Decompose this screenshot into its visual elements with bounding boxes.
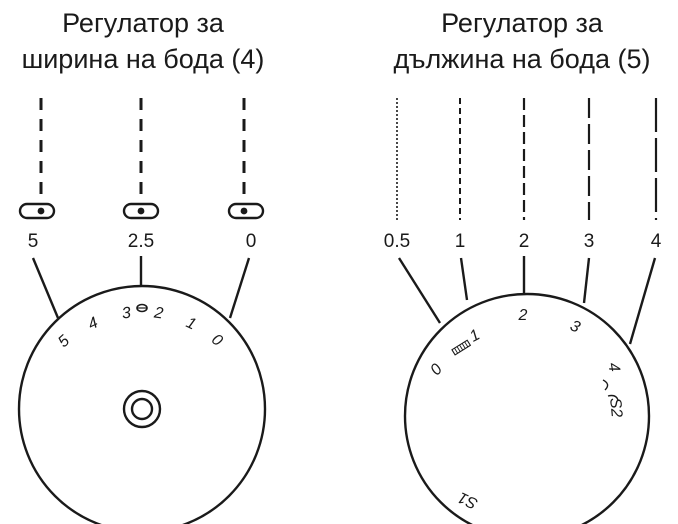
needle-slot-icon [122, 202, 160, 220]
width-dial-mark-0: 0 [208, 331, 226, 350]
width-leader-0 [228, 257, 251, 319]
length-position-2: 2 [519, 231, 530, 252]
width-dial-mark-5: 5 [55, 332, 73, 351]
stretch-arc-icon [602, 379, 609, 391]
width-dial-mark-4: 4 [85, 314, 100, 333]
length-leader-0-5 [397, 257, 442, 324]
width-dial-mark-3: 3 [121, 304, 132, 322]
needle-slot-icon [18, 202, 56, 220]
length-dial-mark-s2: S2 [606, 397, 625, 418]
dial-knob-inner [130, 397, 154, 421]
stretch-arc-icon [607, 394, 619, 401]
width-title-line2: ширина на бода (4) [22, 44, 265, 74]
dial-knob-outer [122, 389, 162, 429]
length-leader-3 [582, 257, 591, 304]
length-dial-mark-2: 2 [518, 307, 528, 324]
length-dial-mark-s1: S1 [456, 488, 481, 512]
length-dial-mark-4: 4 [604, 361, 622, 373]
width-dial[interactable] [17, 284, 267, 524]
length-dial-mark-0: 0 [427, 361, 446, 379]
width-dial-mark-1: 1 [183, 314, 198, 333]
length-leader-4 [628, 257, 657, 345]
width-title-line1: Регулатор за [62, 8, 225, 38]
width-regulator: Регулатор за ширина на бода (4) 5 2.5 0 [17, 8, 267, 524]
length-position-1: 1 [455, 231, 466, 252]
width-leader-5 [31, 257, 60, 319]
length-regulator: Регулатор за дължина на бода (5) 0.5 1 2… [384, 8, 662, 524]
width-dial-pointer-icon [136, 303, 148, 313]
length-position-3: 3 [584, 231, 595, 252]
width-position-0: 0 [246, 231, 257, 252]
needle-slot-icon [227, 202, 265, 220]
length-position-4: 4 [651, 231, 662, 252]
length-title-line1: Регулатор за [441, 8, 604, 38]
buttonhole-stitch-icon [451, 339, 472, 356]
width-dial-mark-2: 2 [152, 304, 164, 322]
width-position-5: 5 [28, 231, 39, 252]
width-position-2-5: 2.5 [128, 231, 154, 252]
length-title-line2: дължина на бода (5) [394, 44, 651, 74]
length-leader-1 [459, 257, 469, 301]
length-dial-mark-3: 3 [567, 317, 582, 336]
length-position-0-5: 0.5 [384, 231, 410, 252]
length-dial[interactable] [403, 292, 651, 524]
